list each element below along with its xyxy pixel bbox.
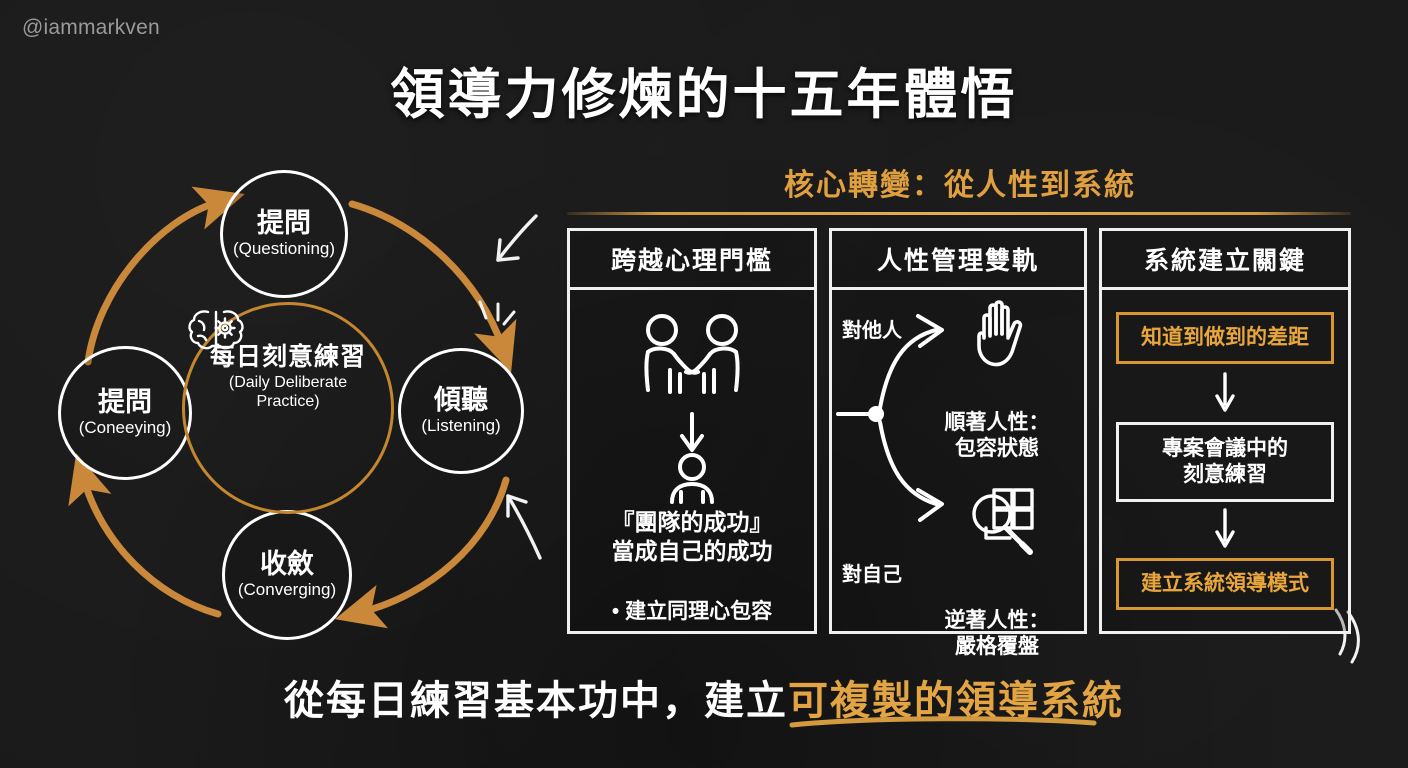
panel-title: 跨越心理門檻 (570, 231, 814, 290)
person-icon (664, 452, 720, 511)
panel-body: 『團隊的成功』 當成自己的成功 • 建立同理心包容 (570, 290, 814, 631)
panel-title: 人性管理雙軌 (832, 231, 1084, 290)
bottom-caption-underline (789, 716, 1097, 728)
heading-divider-rule (567, 212, 1351, 215)
cycle-arc-right-to-bottom (334, 476, 510, 629)
cycle-arc-bottom-to-left (68, 453, 222, 618)
cycle-node-questioning[interactable]: 提問 (Questioning) (220, 170, 348, 298)
flow-step-system-leadership-model[interactable]: 建立系統領導模式 (1116, 558, 1334, 610)
branch-arrows-svg (836, 314, 944, 522)
panel-bullet-item: • 建立同理心包容 (611, 600, 773, 623)
panel-main-text-line-1: 『團隊的成功』 (611, 509, 773, 535)
caption-line-2: 嚴格覆盤 (955, 635, 1039, 659)
panel-body: 對他人 對自己 順著人性： 包容狀態 (832, 290, 1084, 658)
cycle-node-cn-label: 提問 (257, 208, 311, 239)
panel-main-text: 『團隊的成功』 當成自己的成功 (570, 508, 814, 567)
caption-against-human-nature: 逆著人性： 嚴格覆盤 (922, 608, 1072, 661)
panel-title: 系統建立關鍵 (1102, 231, 1348, 290)
panel-psychological-threshold[interactable]: 跨越心理門檻 (567, 228, 817, 634)
panel-system-building-keys[interactable]: 系統建立關鍵 知道到做到的差距 專案會議中的 刻意練習 建立系統領導模式 (1099, 228, 1351, 634)
panel-main-text-line-2: 當成自己的成功 (611, 538, 773, 565)
cycle-center-en-label-2: Practice) (256, 393, 320, 411)
cycle-node-cn-label: 收斂 (260, 549, 314, 580)
cycle-node-en-label: (Converging) (237, 580, 337, 600)
flow-step-meeting-practice[interactable]: 專案會議中的 刻意練習 (1116, 422, 1334, 502)
bottom-caption: 從每日練習基本功中，建立可複製的領導系統 (0, 668, 1408, 726)
open-hand-icon (970, 296, 1032, 375)
panel-body: 知道到做到的差距 專案會議中的 刻意練習 建立系統領導模式 (1102, 290, 1348, 631)
flow-step-line-2: 刻意練習 (1183, 463, 1267, 486)
cycle-node-en-label: (Listening) (421, 416, 501, 436)
cycle-arc-left-to-top (84, 186, 245, 366)
cycle-node-cn-label: 傾聽 (434, 385, 488, 416)
cycle-node-en-label: (Coneeying) (78, 418, 172, 438)
branch-label-to-self: 對自己 (842, 564, 902, 586)
cycle-arrows-svg (68, 186, 517, 629)
caption-line-2: 包容狀態 (955, 437, 1039, 461)
flow-step-line-1: 專案會議中的 (1162, 436, 1288, 460)
right-section-heading: 核心轉變：從人性到系統 (784, 169, 1136, 202)
caption-line-1: 順著人性： (944, 411, 1050, 434)
cycle-node-en-label: (Questioning) (232, 239, 336, 259)
cycle-center-en-label-1: (Daily Deliberate (228, 374, 348, 391)
down-arrow-icon (679, 412, 705, 461)
flow-down-arrow-icon-2 (1215, 508, 1235, 548)
cycle-center-daily-practice[interactable]: 每日刻意練習 (Daily Deliberate Practice) (182, 302, 394, 514)
bottom-caption-plain: 從每日練習基本功中，建立 (284, 679, 788, 723)
bottom-caption-highlight: 可複製的領導系統 (788, 679, 1124, 723)
handshake-icon (628, 312, 756, 413)
daily-practice-cycle-diagram: 提問 (Questioning) 傾聽 (Listening) 收斂 (Conv… (50, 150, 550, 650)
cycle-node-conveying[interactable]: 提問 (Coneeying) (58, 346, 192, 480)
magnifier-checklist-icon (964, 486, 1040, 563)
panel-human-nature-dual-track[interactable]: 人性管理雙軌 對他人 對自己 (829, 228, 1087, 658)
watermark-handle: @iammarkven (22, 16, 160, 39)
flow-step-knowing-doing-gap[interactable]: 知道到做到的差距 (1116, 312, 1334, 364)
cycle-arc-top-to-right (348, 200, 517, 373)
cycle-node-cn-label: 提問 (98, 387, 152, 418)
caption-line-1: 逆著人性： (944, 609, 1050, 632)
cycle-node-converging[interactable]: 收斂 (Converging) (222, 510, 352, 640)
cycle-center-cn-label: 每日刻意練習 (209, 343, 366, 371)
caption-follow-human-nature: 順著人性： 包容狀態 (922, 410, 1072, 463)
flow-down-arrow-icon-1 (1215, 372, 1235, 412)
cycle-node-listening[interactable]: 傾聽 (Listening) (398, 348, 524, 474)
page-title: 領導力修煉的十五年體悟 (390, 65, 1018, 125)
branch-label-to-others: 對他人 (842, 320, 902, 342)
